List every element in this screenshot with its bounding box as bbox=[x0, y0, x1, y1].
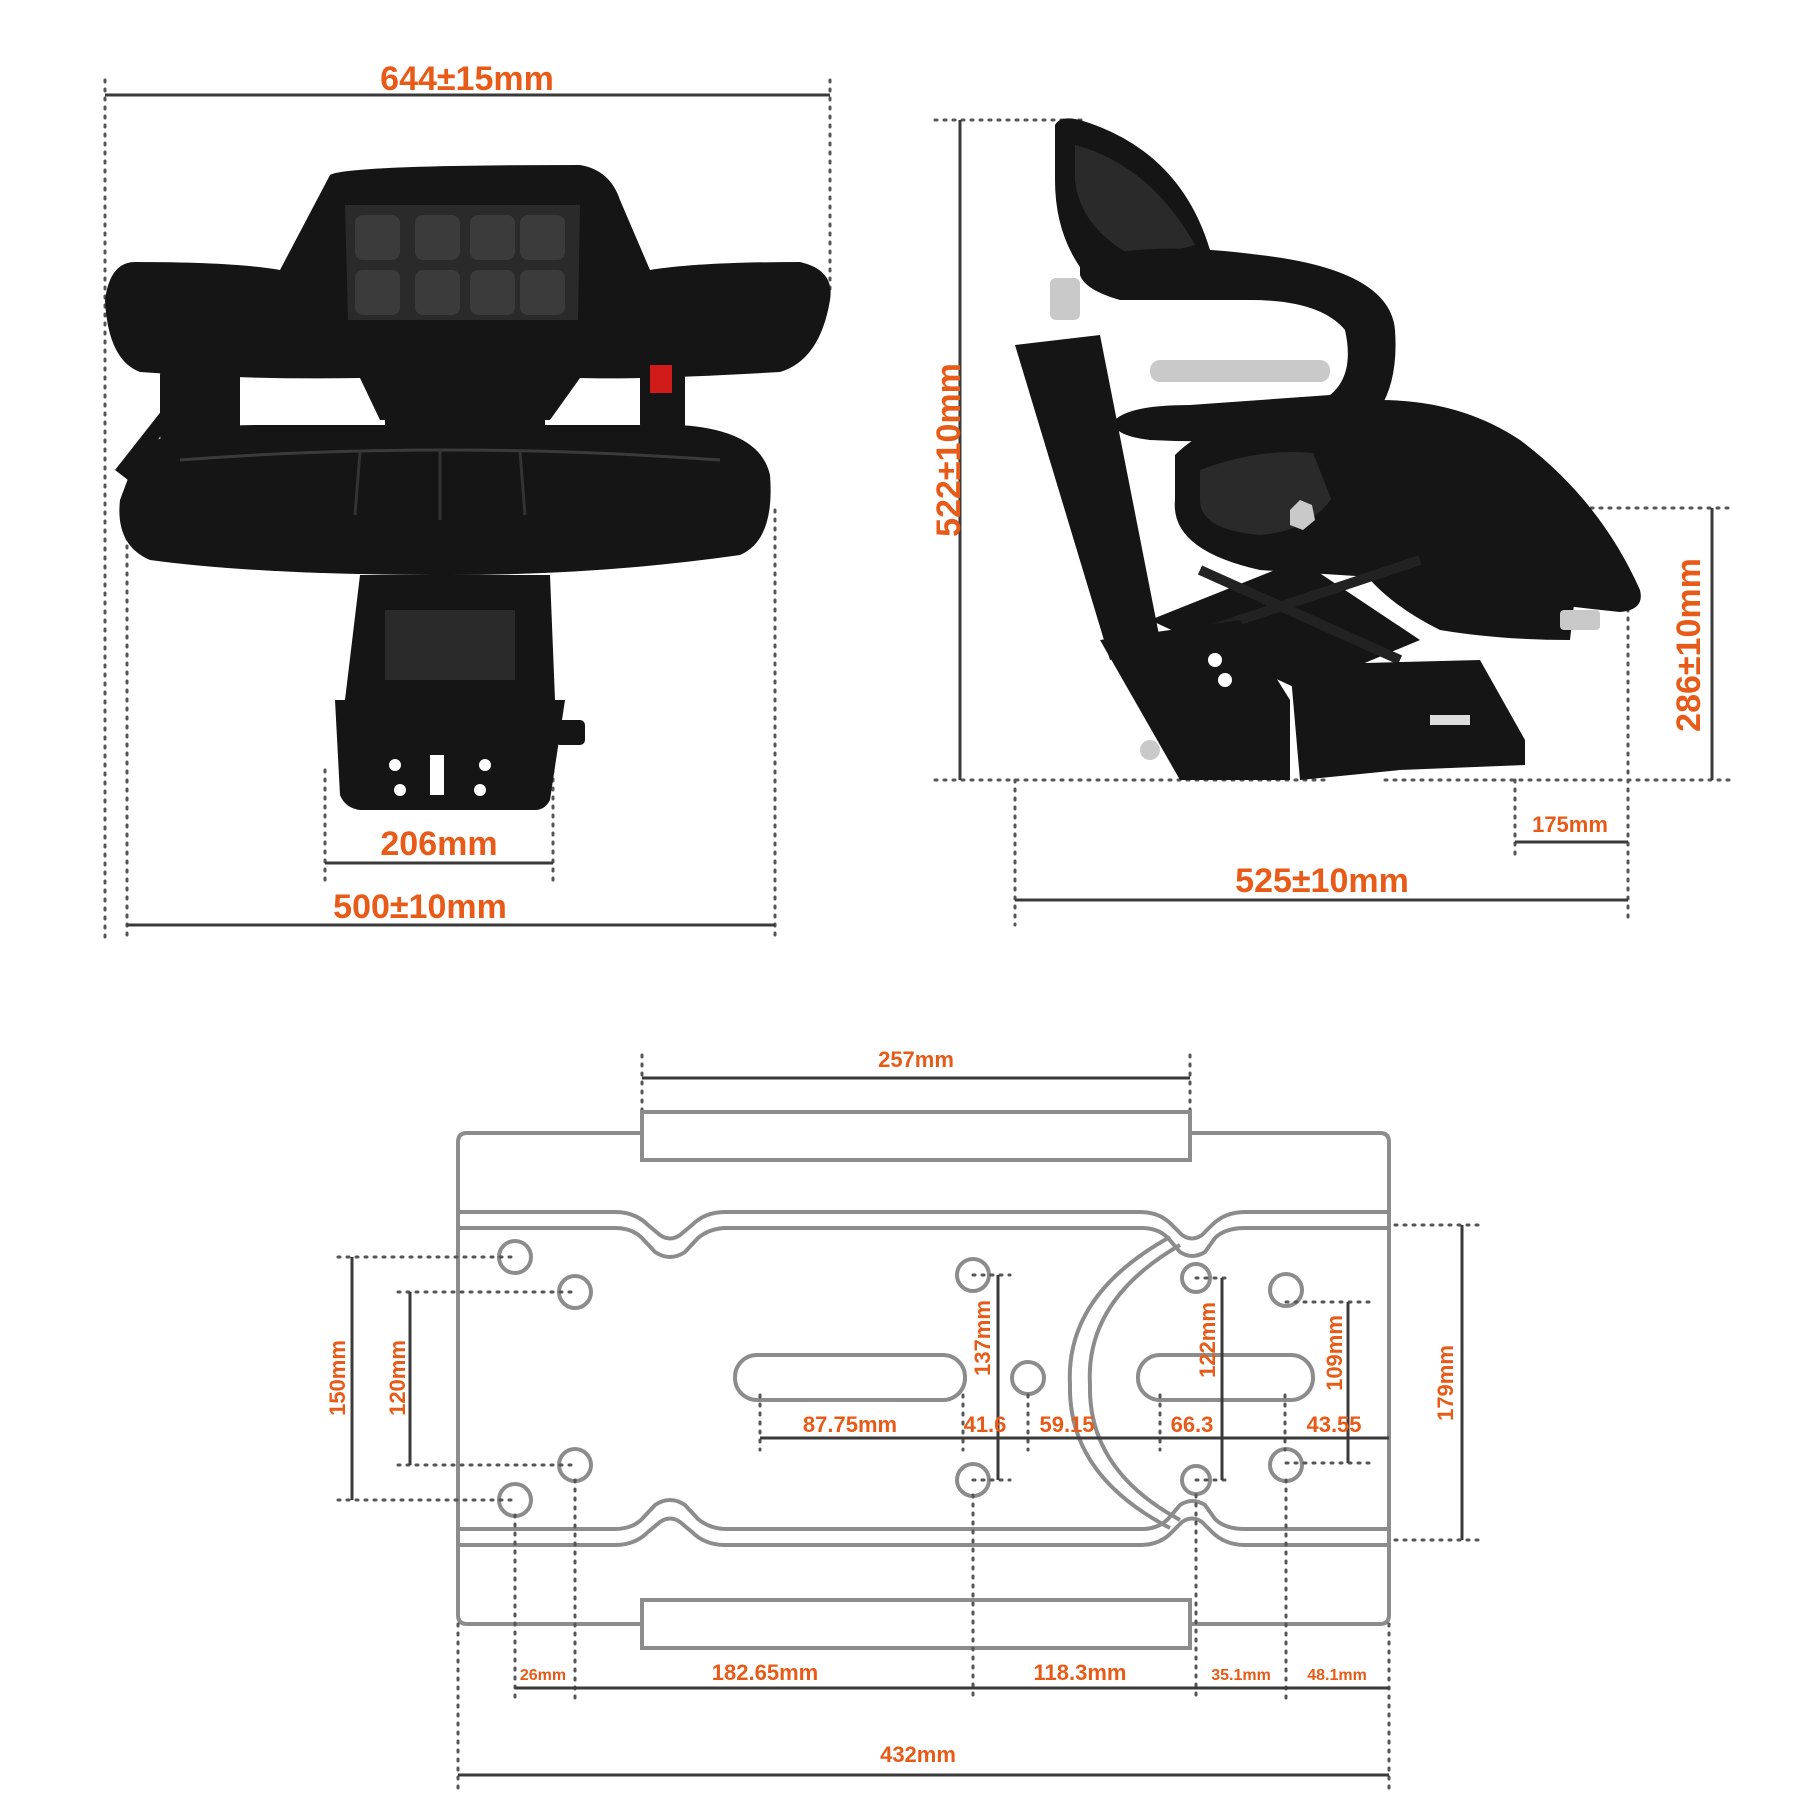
hole bbox=[497, 1482, 533, 1518]
h-dim-2: 41.6 bbox=[964, 1412, 1007, 1437]
h-dim-3: 59.15 bbox=[1039, 1412, 1094, 1437]
bottom-dim-5: 48.1mm bbox=[1307, 1667, 1367, 1684]
front-seat-image bbox=[105, 165, 831, 810]
h-dim-1: 87.75mm bbox=[803, 1412, 897, 1437]
hole bbox=[1268, 1272, 1304, 1308]
hole-v1-label: 137mm bbox=[970, 1300, 995, 1376]
base-plate-diagram: 257mm bbox=[325, 1047, 1482, 1792]
front-view: 644±15mm 206mm 500±10mm bbox=[103, 60, 832, 942]
hole bbox=[497, 1239, 533, 1275]
side-seat-image bbox=[1015, 118, 1641, 780]
side-seat-height-label: 286±10mm bbox=[1670, 558, 1708, 732]
plate-outline bbox=[456, 1131, 1391, 1626]
hole-v2-label: 122mm bbox=[1195, 1302, 1220, 1378]
bottom-dim-2: 182.65mm bbox=[712, 1660, 818, 1685]
h-dim-4: 66.3 bbox=[1171, 1412, 1214, 1437]
bottom-dim-3: 118.3mm bbox=[1034, 1660, 1127, 1685]
total-width-label: 432mm bbox=[880, 1742, 956, 1767]
bottom-dim-4: 35.1mm bbox=[1211, 1667, 1271, 1684]
plate-height-label: 179mm bbox=[1433, 1345, 1458, 1421]
outer-height-label: 150mm bbox=[325, 1340, 350, 1416]
top-slot-label: 257mm bbox=[878, 1047, 954, 1072]
hole-v3-label: 109mm bbox=[1322, 1315, 1347, 1391]
side-offset-label: 175mm bbox=[1532, 812, 1608, 837]
side-height-label: 522±10mm bbox=[930, 363, 968, 537]
left-slot bbox=[733, 1353, 967, 1402]
front-width-top-label: 644±15mm bbox=[380, 60, 554, 98]
inner-height-label: 120mm bbox=[385, 1340, 410, 1416]
hole bbox=[1010, 1360, 1046, 1396]
front-base-width-label: 206mm bbox=[380, 825, 497, 863]
right-slot bbox=[1136, 1353, 1315, 1402]
top-slot bbox=[640, 1110, 1192, 1162]
h-dim-5: 43.55 bbox=[1306, 1412, 1361, 1437]
hole bbox=[1268, 1447, 1304, 1483]
hole bbox=[557, 1274, 593, 1310]
hole bbox=[557, 1447, 593, 1483]
bottom-slot bbox=[640, 1598, 1192, 1650]
bottom-dim-1: 26mm bbox=[520, 1667, 566, 1684]
front-seat-width-label: 500±10mm bbox=[333, 888, 507, 926]
side-depth-label: 525±10mm bbox=[1235, 862, 1409, 900]
side-view: 522±10mm 286±10mm 175mm 525±10mm bbox=[930, 118, 1732, 927]
